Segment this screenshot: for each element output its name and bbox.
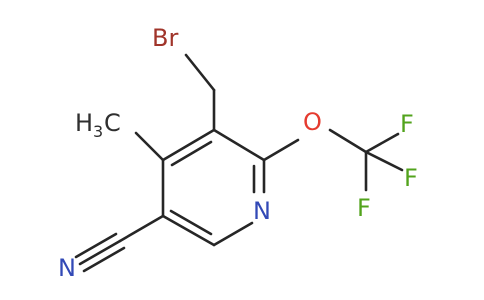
bond-cn-triple-1 xyxy=(78,239,122,266)
bond-ch2-br xyxy=(184,53,216,92)
ring-nitrogen-label: N xyxy=(253,197,271,225)
bond-cn-triple-3 xyxy=(74,232,118,259)
bond-c4-c3-double xyxy=(170,140,213,167)
methyl-subscript-label: 3 xyxy=(93,122,103,141)
bond-cn-triple-2 xyxy=(82,246,126,273)
bond-n-c6 xyxy=(212,221,254,247)
bond-cf3-f-top xyxy=(364,132,400,154)
bond-c3-c2 xyxy=(212,128,266,162)
bromine-label: Br xyxy=(152,24,178,52)
bond-c4-c3 xyxy=(161,128,216,162)
methyl-h-label: H xyxy=(75,109,93,137)
atom-labels: Br O N N F F F H 3 C xyxy=(58,24,418,282)
bond-cf3-f-right xyxy=(364,150,404,172)
fluorine-top-label: F xyxy=(400,110,414,138)
oxygen-label: O xyxy=(303,108,322,136)
bond-c2-o xyxy=(262,138,300,162)
bond-c6-c5-double xyxy=(169,209,213,236)
bond-o-cf3 xyxy=(328,128,368,154)
fluorine-right-label: F xyxy=(404,164,418,192)
bond-c5-cn xyxy=(118,214,165,243)
bond-c6-c5 xyxy=(161,214,216,247)
methyl-c-label: C xyxy=(104,109,121,137)
bonds xyxy=(74,53,404,273)
bond-c4-ch3 xyxy=(134,131,165,162)
nitrile-nitrogen-label: N xyxy=(58,254,76,282)
fluorine-bottom-label: F xyxy=(357,194,371,222)
